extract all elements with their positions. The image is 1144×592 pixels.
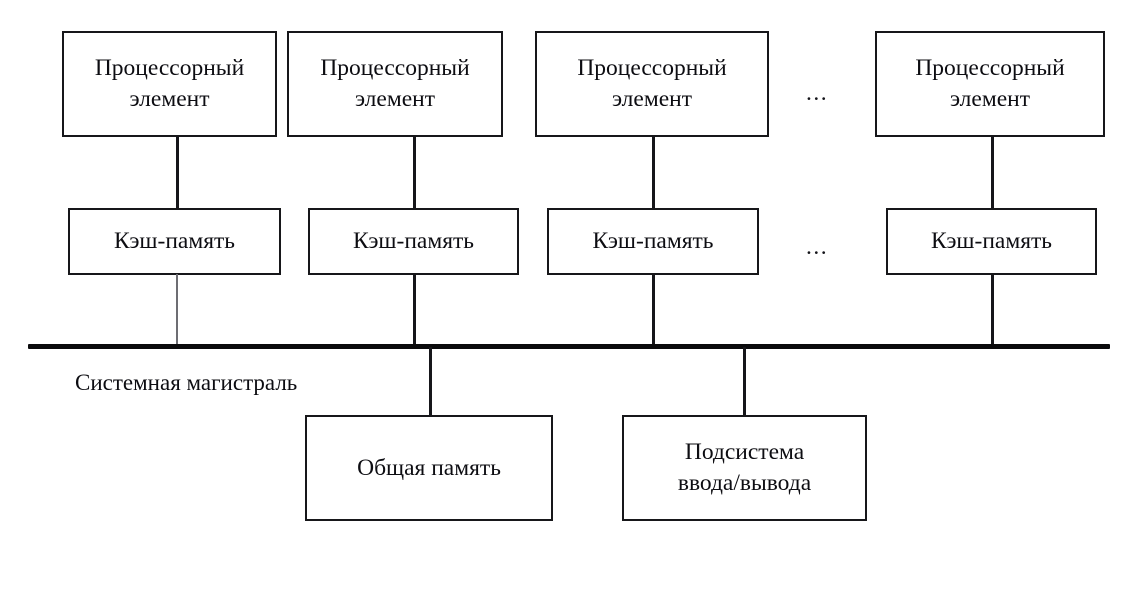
system-bus-label: Системная магистраль <box>75 370 298 395</box>
processor-element-label-line2: элемент <box>129 86 210 112</box>
processor-element-box-1: Процессорный элемент <box>62 31 277 137</box>
system-bus-line <box>28 344 1110 349</box>
processor-element-box-3: Процессорный элемент <box>535 31 769 137</box>
connector-cache2-to-bus <box>413 274 416 348</box>
io-subsystem-label-line1: Подсистема <box>684 439 805 466</box>
connector-pe2-to-cache2 <box>413 136 416 209</box>
processor-element-label-line2: элемент <box>355 86 435 112</box>
connector-cache3-to-bus <box>652 274 655 348</box>
cache-box-1: Кэш-память <box>68 208 281 275</box>
processor-element-box-2: Процессорный элемент <box>287 31 503 137</box>
processor-element-label-line1: Процессорный <box>94 55 245 82</box>
processor-element-label-line2: элемент <box>612 86 692 112</box>
connector-pe4-to-cache4 <box>991 136 994 209</box>
cache-label: Кэш-память <box>930 228 1053 255</box>
cache-box-4: Кэш-память <box>886 208 1097 275</box>
shared-memory-label: Общая память <box>357 454 501 481</box>
connector-bus-to-shared-memory <box>429 347 432 416</box>
cache-label: Кэш-память <box>592 228 714 255</box>
cache-label: Кэш-память <box>352 228 475 255</box>
io-subsystem-box: Подсистема ввода/вывода <box>622 415 867 521</box>
connector-bus-to-io-subsystem <box>743 347 746 416</box>
processor-element-label-line1: Процессорный <box>915 55 1065 82</box>
processor-element-label-line1: Процессорный <box>577 55 727 82</box>
cache-box-2: Кэш-память <box>308 208 519 275</box>
connector-pe1-to-cache1 <box>176 136 179 209</box>
io-subsystem-label-line2: ввода/вывода <box>677 470 812 496</box>
cache-row-ellipsis: ... <box>806 234 829 260</box>
shared-memory-box: Общая память <box>305 415 553 521</box>
cache-label: Кэш-память <box>113 228 236 255</box>
connector-pe3-to-cache3 <box>652 136 655 209</box>
connector-cache1-to-bus <box>176 274 178 348</box>
processor-row-ellipsis: ... <box>806 80 829 106</box>
processor-element-label-line2: элемент <box>950 86 1030 112</box>
processor-element-box-4: Процессорный элемент <box>875 31 1105 137</box>
cache-box-3: Кэш-память <box>547 208 759 275</box>
processor-element-label-line1: Процессорный <box>320 55 470 82</box>
connector-cache4-to-bus <box>991 274 994 348</box>
